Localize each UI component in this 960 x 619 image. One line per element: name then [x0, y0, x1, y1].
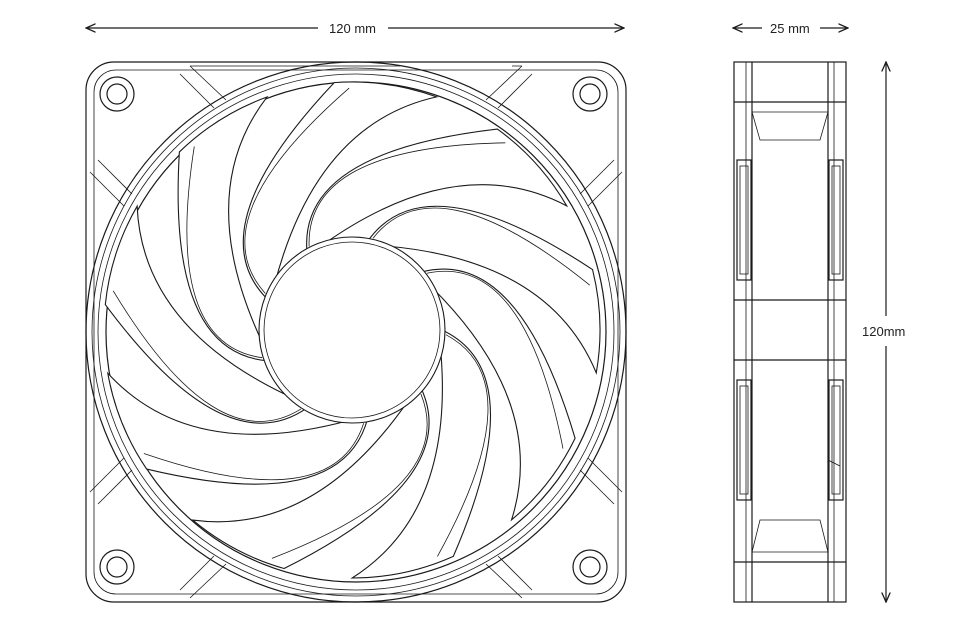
- front-width-label: 120 mm: [329, 21, 376, 36]
- side-view: 25 mm 120mm: [733, 21, 905, 602]
- fan-blade: [306, 128, 569, 253]
- fan-blade-edge: [244, 87, 350, 294]
- fan-blade-edge: [437, 334, 489, 557]
- mounting-hole-bottom-right: [572, 549, 608, 585]
- side-height-dimension: 120mm: [862, 62, 905, 602]
- fan-blade: [366, 205, 601, 375]
- fan-blade: [177, 95, 269, 362]
- fan-blade: [242, 81, 439, 301]
- fan-blade: [106, 371, 369, 485]
- fan-blade: [190, 386, 430, 570]
- fan-blade-edge: [186, 146, 263, 359]
- fan-blades: [104, 81, 601, 579]
- fan-blade-edge: [426, 270, 564, 449]
- fan-shroud: [85, 61, 627, 603]
- fan-side-profile: [733, 61, 847, 603]
- fan-blade-edge: [308, 142, 506, 247]
- fan-blade-edge: [372, 207, 591, 286]
- mounting-hole-top-right: [572, 76, 608, 112]
- mounting-holes: [99, 76, 608, 585]
- fan-blade: [104, 204, 308, 424]
- front-width-dimension: 120 mm: [86, 21, 624, 36]
- mounting-hole-top-left: [99, 76, 135, 112]
- fan-blade: [420, 268, 576, 522]
- side-depth-label: 25 mm: [770, 21, 810, 36]
- fan-blade-edge: [143, 423, 365, 481]
- fan-hub: [258, 236, 446, 424]
- side-height-label: 120mm: [862, 324, 905, 339]
- fan-blade-edge: [271, 393, 428, 559]
- frame-corners: [89, 65, 623, 599]
- fan-frame-inner: [93, 69, 619, 595]
- side-depth-dimension: 25 mm: [733, 21, 848, 36]
- mounting-hole-bottom-left: [99, 549, 135, 585]
- front-view: 120 mm: [85, 21, 627, 603]
- fan-blade: [350, 329, 492, 579]
- fan-blade-edge: [112, 290, 302, 422]
